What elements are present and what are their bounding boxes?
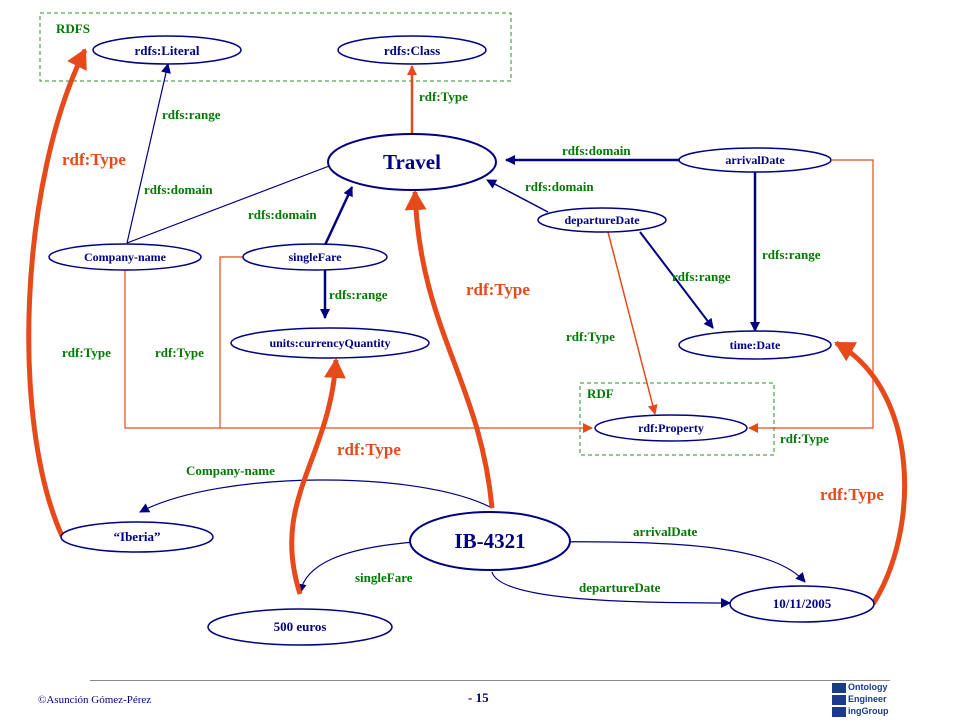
logo-line-1: Ontology [848,682,888,692]
node-time-date-label: time:Date [730,338,781,352]
node-company-name-label: Company-name [84,250,167,264]
label-type-euros: rdf:Type [337,440,401,459]
node-arrival-date-label: arrivalDate [725,153,785,167]
node-rdf-property-label: rdf:Property [638,421,704,435]
edge-inst-singlefare [296,541,416,594]
edge-inst-arrival [542,541,806,583]
node-rdfs-literal[interactable]: rdfs:Literal [92,35,242,65]
edge-inst-company-name [139,479,493,513]
label-type-date: rdf:Type [820,485,884,504]
rdfs-group-label: RDFS [56,21,90,36]
label-range-literal: rdfs:range [162,107,221,122]
label-type-company: rdf:Type [62,345,111,360]
edge-type-arrival [748,159,874,433]
label-type-singlefare: rdf:Type [155,345,204,360]
node-travel[interactable]: Travel [327,133,497,191]
edge-range-literal [126,63,171,244]
node-euros[interactable]: 500 euros [207,608,393,646]
node-departure-date[interactable]: departureDate [537,207,667,233]
logo-line-3: ingGroup [848,706,889,716]
node-company-name[interactable]: Company-name [48,243,202,271]
logo-line-2: Engineer [848,694,887,704]
label-type-arrival: rdf:Type [780,431,829,446]
footer-author: ©Asunción Gómez-Pérez [38,694,152,706]
edge-range-departure [639,231,714,329]
node-single-fare[interactable]: singleFare [242,243,388,271]
node-rdfs-class[interactable]: rdfs:Class [337,35,487,65]
label-domain-arrival: rdfs:domain [562,143,631,158]
node-single-fare-label: singleFare [288,250,342,264]
label-inst-company-name: Company-name [186,463,275,478]
label-range-arrival: rdfs:range [762,247,821,262]
label-inst-departure: departureDate [579,580,661,595]
node-euros-label: 500 euros [274,619,327,634]
label-type-class: rdf:Type [419,89,468,104]
logo-bar-1 [832,683,846,693]
label-domain-company: rdfs:domain [144,182,213,197]
logo-bar-3 [832,707,846,717]
edge-domain-singlefare [323,186,354,246]
node-rdf-property[interactable]: rdf:Property [594,414,748,442]
page-number: - 15 [468,690,489,705]
node-arrival-date[interactable]: arrivalDate [678,147,832,173]
label-type-departure: rdf:Type [566,329,615,344]
logo-bar-2 [832,695,846,705]
footer-divider [90,680,890,681]
node-departure-date-label: departureDate [564,213,640,227]
node-date-value[interactable]: 10/11/2005 [729,585,875,623]
edge-type-iberia [26,48,88,538]
edge-type-departure [607,231,658,415]
rdf-group-label: RDF [587,386,614,401]
edge-type-singlefare [219,256,243,428]
edge-type-company [124,270,593,433]
label-inst-singlefare: singleFare [355,570,413,585]
edge-domain-company [126,158,346,244]
node-currency-quantity[interactable]: units:currencyQuantity [230,327,430,359]
rdfs-group-box [39,12,512,82]
label-type-ib-travel: rdf:Type [466,280,530,299]
node-date-value-label: 10/11/2005 [773,596,832,611]
edge-type-ib-travel [404,190,495,509]
label-range-departure: rdfs:range [672,269,731,284]
node-time-date[interactable]: time:Date [678,330,832,360]
edge-inst-departure [491,571,731,608]
node-travel-label: Travel [383,150,441,174]
node-currency-quantity-label: units:currencyQuantity [269,336,390,350]
node-iberia[interactable]: “Iberia” [60,521,214,553]
edge-type-euros [289,358,346,595]
edge-domain-departure [486,179,549,213]
node-rdfs-literal-label: rdfs:Literal [135,43,200,58]
oeg-logo: Ontology Engineer ingGroup [832,682,894,718]
label-inst-arrival: arrivalDate [633,524,697,539]
label-range-singlefare: rdfs:range [329,287,388,302]
label-domain-departure: rdfs:domain [525,179,594,194]
node-rdfs-class-label: rdfs:Class [384,43,440,58]
label-domain-singlefare: rdfs:domain [248,207,317,222]
edge-type-date [834,340,908,606]
label-type-iberia: rdf:Type [62,150,126,169]
node-ib4321-label: IB-4321 [454,529,525,553]
node-iberia-label: “Iberia” [114,529,161,544]
node-ib4321[interactable]: IB-4321 [409,511,571,571]
